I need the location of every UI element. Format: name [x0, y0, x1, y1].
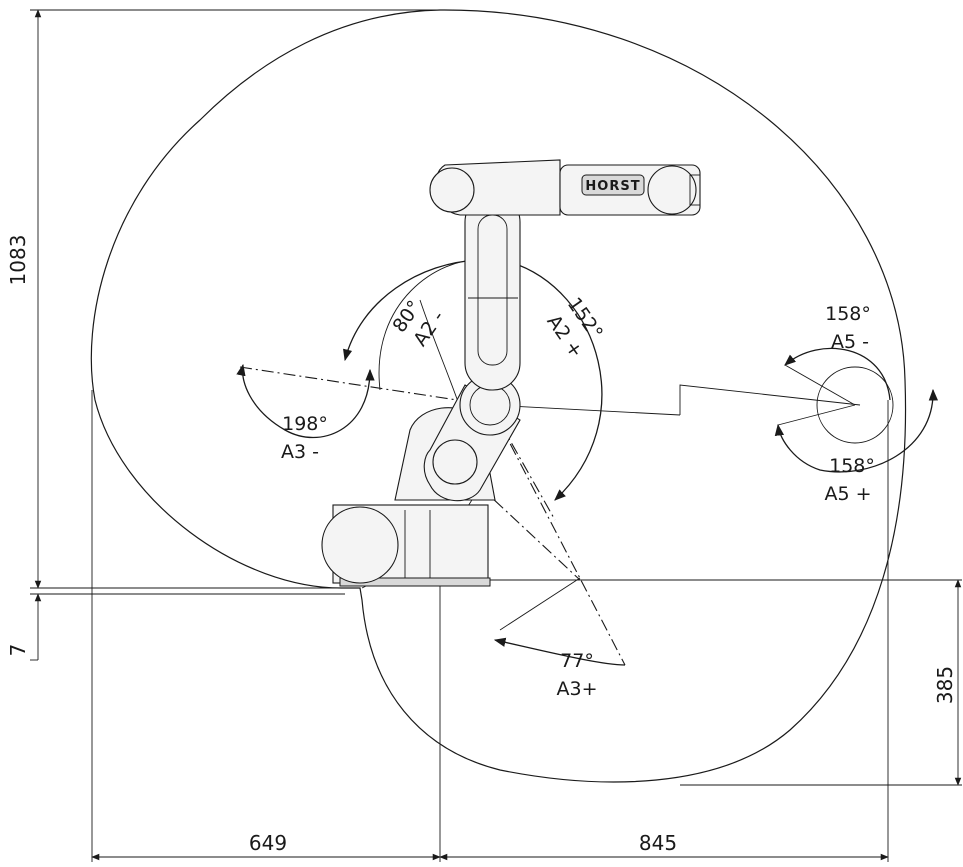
arc-a3-minus	[236, 363, 375, 439]
dim-height-upper: 1083	[6, 235, 30, 286]
axis-line-a3plus-1	[489, 404, 626, 666]
robot-logo: HORST	[585, 179, 640, 194]
a5-ray-2	[777, 404, 856, 426]
label-a5-plus: 158° A5 +	[824, 455, 874, 505]
axis-line-a3plus-3	[499, 577, 581, 631]
axis-line-a2	[239, 366, 491, 406]
axis-line-a3plus-2	[429, 439, 581, 581]
arc-a2-plus	[509, 261, 603, 501]
dim-width-left: 649	[249, 831, 287, 855]
label-a2-plus: 152° A2 +	[542, 294, 607, 363]
a3-minus-angle: 198°	[282, 413, 328, 435]
label-a3-plus: 77° A3+	[556, 650, 597, 700]
a5-minus-text: A5 -	[831, 331, 869, 353]
dim-height-offset: 7	[6, 644, 30, 657]
robot-elbow-joint	[432, 439, 478, 485]
a3-plus-text: A3+	[556, 678, 597, 700]
label-a2-minus: 80° A2 -	[388, 296, 449, 350]
a5-ray-1	[784, 364, 856, 406]
a5-plus-text: A5 +	[824, 483, 871, 505]
label-a3-minus: 198° A3 -	[281, 413, 328, 463]
workspace-envelope-outer	[90, 9, 907, 783]
robot-forearm	[464, 194, 521, 391]
arc-a5-plus	[774, 388, 939, 473]
robot-arm: HORST	[321, 159, 701, 587]
robot-base-plate	[339, 577, 491, 587]
arc-a2-outline	[378, 259, 481, 391]
dim-width-right: 845	[639, 831, 677, 855]
a3-plus-angle: 77°	[560, 650, 594, 672]
a5-plus-angle: 158°	[829, 455, 875, 477]
robot-base-joint	[321, 506, 399, 584]
dim-height-lower: 385	[933, 666, 957, 704]
arc-a3-plus	[493, 637, 626, 666]
a5-minus-angle: 158°	[825, 303, 871, 325]
label-a5-minus: 158° A5 -	[825, 303, 871, 353]
axis-line-forearm	[489, 404, 681, 416]
a3-minus-text: A3 -	[281, 441, 319, 463]
arc-a5-minus	[784, 347, 891, 401]
